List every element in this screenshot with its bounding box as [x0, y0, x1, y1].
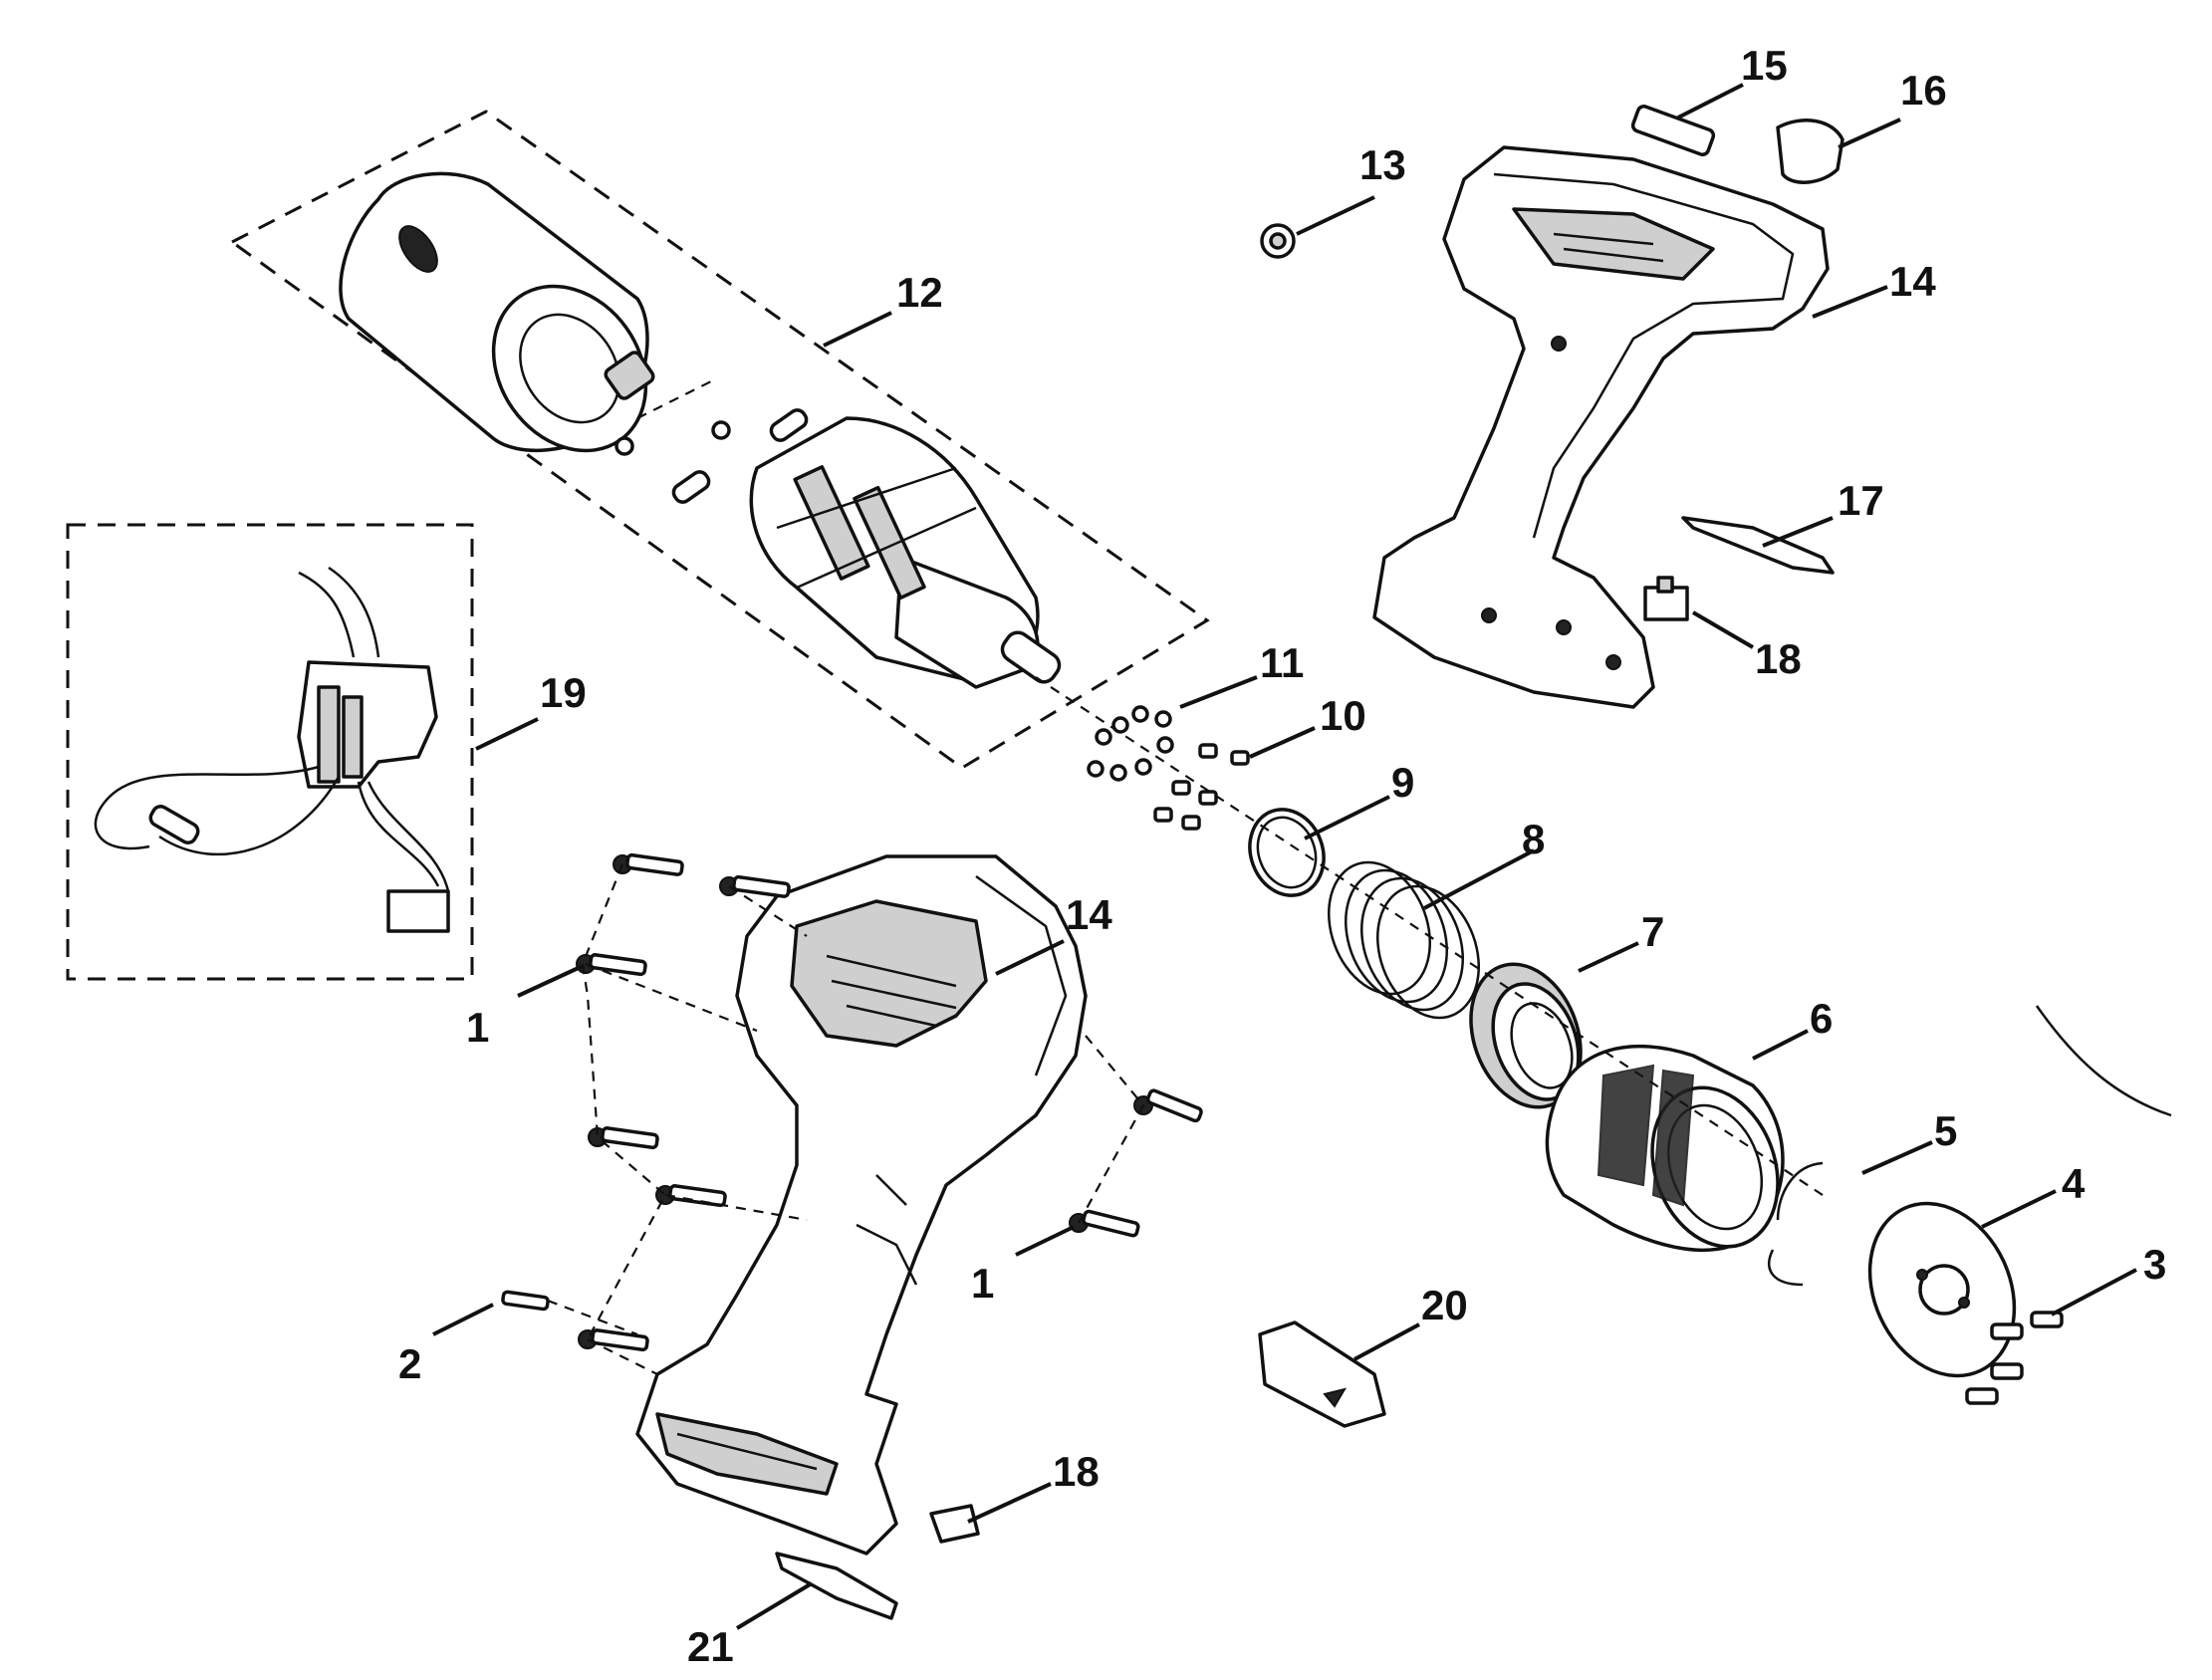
callout-11: 11 [1260, 639, 1304, 686]
callout-16: 16 [1900, 67, 1947, 114]
screw [578, 1328, 649, 1352]
callout-1b: 1 [971, 1260, 994, 1307]
callout-1a: 1 [466, 1004, 489, 1051]
screw [1133, 1088, 1203, 1123]
part-17-spring-clip [1681, 516, 1835, 575]
assembly-12-dashed-outline [229, 110, 1210, 770]
callout-10: 10 [1320, 692, 1366, 739]
callout-15: 15 [1741, 42, 1788, 89]
callout-2: 2 [398, 1340, 421, 1387]
part-20-switch-actuator [1258, 1320, 1420, 1428]
callout-17: 17 [1838, 477, 1884, 524]
housing-left-half [635, 854, 1088, 1556]
part-16-knob [1776, 118, 1901, 184]
part-10-pins [1153, 726, 1316, 831]
assembly-19-dashed-outline [66, 523, 474, 981]
gearbox [749, 416, 1062, 689]
part-13-nut [1260, 195, 1375, 259]
part-18-terminal-lower [929, 1482, 1052, 1544]
housing-right-half [1372, 145, 1888, 709]
motor [339, 171, 731, 456]
callout-13: 13 [1359, 141, 1406, 188]
callout-8: 8 [1522, 816, 1545, 862]
assembly-axis-line [1035, 676, 1824, 1196]
part-4-end-plate [1867, 1189, 2057, 1378]
part-15-pin [1630, 83, 1744, 156]
callout-5: 5 [1934, 1107, 1957, 1154]
callout-9: 9 [1391, 759, 1414, 806]
callout-14a: 14 [1066, 891, 1112, 938]
callout-20: 20 [1421, 1282, 1468, 1328]
screw-part-2 [501, 1290, 550, 1312]
callout-19: 19 [540, 669, 587, 716]
part-6-clutch-collar [1545, 1029, 1809, 1253]
screw [588, 1126, 659, 1150]
callout-3: 3 [2143, 1241, 2166, 1288]
part-5-retaining-clip [1768, 1140, 1933, 1287]
callout-21: 21 [687, 1623, 734, 1670]
part-11-balls [1087, 675, 1258, 782]
switch-assembly [66, 523, 539, 981]
part-8-spring [1328, 848, 1535, 1020]
callout-labels: 1 1 2 3 4 5 6 7 8 9 10 11 12 13 14 14 15… [398, 42, 2166, 1670]
motor-gearbox-assembly [229, 110, 1210, 770]
part-7-ring-gear [1469, 941, 1639, 1109]
part-9-ring [1248, 795, 1390, 897]
part-3-screws [1965, 1268, 2137, 1405]
callout-18b: 18 [1053, 1448, 1100, 1495]
housing-screws [432, 852, 1203, 1375]
scan-artifact-curve [2035, 1005, 2172, 1117]
part-18-terminal-upper [1643, 576, 1755, 649]
screw [1069, 1209, 1140, 1238]
callout-12: 12 [896, 269, 943, 316]
callout-6: 6 [1810, 995, 1833, 1042]
clutch-gear-stack [1087, 675, 2137, 1405]
callout-18a: 18 [1755, 635, 1802, 682]
callout-7: 7 [1641, 908, 1664, 955]
callout-4: 4 [2062, 1160, 2086, 1207]
part-21-spring-clip [735, 1552, 898, 1630]
callout-14b: 14 [1889, 258, 1936, 305]
screw [613, 852, 684, 876]
